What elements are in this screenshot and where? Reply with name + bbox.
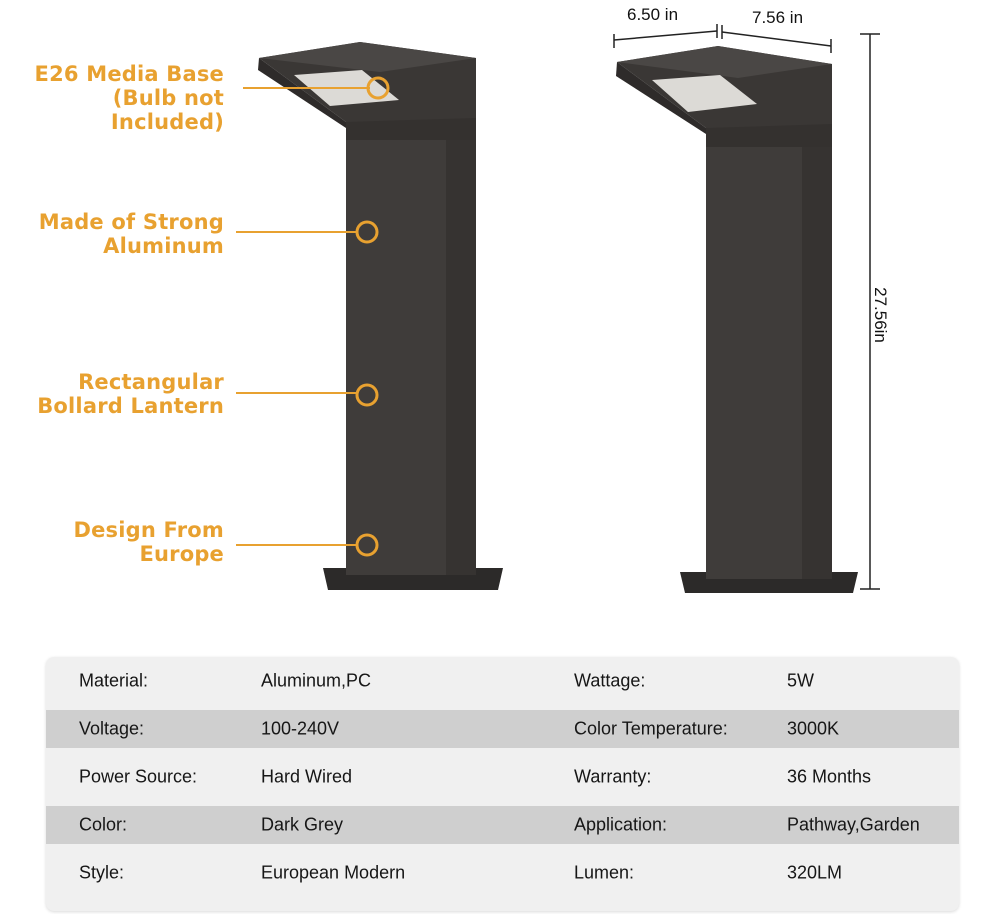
callout-shape-line2: Bollard Lantern [37,394,224,418]
callout-material-line1: Made of Strong [38,210,224,234]
spec-label: Material: [79,670,149,691]
spec-value: Hard Wired [261,766,353,787]
spec-label: Application: [574,814,668,835]
spec-value: 320LM [787,862,843,883]
spec-label: Lumen: [574,862,635,883]
callout-shape: Rectangular Bollard Lantern [37,370,224,418]
callout-media-base: E26 Media Base (Bulb not Included) [0,62,224,134]
callout-shape-line1: Rectangular [78,370,224,394]
spec-label: Color: [79,814,128,835]
left-bollard-lamp [258,42,503,590]
spec-value: Pathway,Garden [787,814,920,835]
spec-label: Style: [79,862,125,883]
spec-value: 3000K [787,718,840,739]
callout-design-line2: Europe [139,542,224,566]
right-bollard-lamp [616,46,858,593]
dimension-lines [613,24,880,590]
dimension-width-label: 7.56 in [752,8,804,27]
callout-material: Made of Strong Aluminum [39,210,224,258]
spec-label: Color Temperature: [574,718,728,739]
dimension-height-label: 27.56in [870,287,890,343]
spec-value: European Modern [261,862,406,883]
callout-markers [236,76,390,557]
callout-design: Design From Europe [73,518,224,566]
spec-label: Power Source: [79,766,198,787]
callout-media-base-line2: (Bulb not Included) [110,86,224,134]
spec-value: 36 Months [787,766,872,787]
spec-row-power-source: Power Source: Hard Wired Warranty: 36 Mo… [46,753,959,801]
callout-media-base-line1: E26 Media Base [34,62,224,86]
spec-table: Material: Aluminum,PC Wattage: 5W Voltag… [46,657,959,911]
callout-design-line1: Design From [73,518,224,542]
spec-row-material: Material: Aluminum,PC Wattage: 5W [46,657,959,705]
spec-label: Warranty: [574,766,652,787]
spec-value: 5W [787,670,814,691]
spec-label: Voltage: [79,718,145,739]
product-illustration [236,24,880,593]
spec-label: Wattage: [574,670,646,691]
callout-material-line2: Aluminum [103,234,224,258]
spec-value: 100-240V [261,718,340,739]
spec-row-color: Color: Dark Grey Application: Pathway,Ga… [46,806,959,844]
spec-value: Aluminum,PC [261,670,372,691]
dimension-depth-label: 6.50 in [627,5,679,24]
spec-row-style: Style: European Modern Lumen: 320LM [46,849,959,897]
spec-value: Dark Grey [261,814,344,835]
spec-row-voltage: Voltage: 100-240V Color Temperature: 300… [46,710,959,748]
